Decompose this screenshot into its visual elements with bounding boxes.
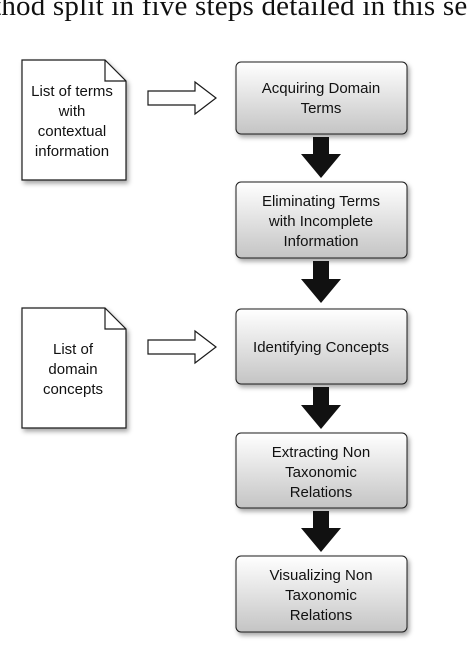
step-visualizing-relations: Visualizing Non Taxonomic Relations bbox=[235, 555, 408, 633]
step-extracting-relations: Extracting Non Taxonomic Relations bbox=[235, 432, 408, 509]
step-box-1 bbox=[235, 61, 408, 135]
document-terms-list: List of terms with contextual informatio… bbox=[21, 59, 127, 181]
step-acquiring-domain-terms: Acquiring Domain Terms bbox=[235, 61, 408, 135]
document-terms-line-1: List of terms bbox=[31, 83, 113, 100]
step-4-line-1: Extracting Non bbox=[272, 444, 370, 461]
document-concepts-fold bbox=[104, 308, 126, 330]
step-5-line-2: Taxonomic bbox=[285, 587, 357, 604]
document-terms-shape bbox=[21, 59, 127, 181]
document-terms-line-4: information bbox=[35, 143, 109, 160]
document-terms-fold bbox=[104, 60, 126, 82]
flow-arrow-4-to-5 bbox=[301, 511, 341, 552]
step-box-4 bbox=[235, 432, 408, 509]
step-2-line-2: with Incomplete bbox=[268, 213, 373, 230]
step-1-line-1: Acquiring Domain bbox=[262, 80, 380, 97]
step-box-5 bbox=[235, 555, 408, 633]
step-4-line-3: Relations bbox=[290, 484, 353, 501]
step-2-line-3: Information bbox=[283, 233, 358, 250]
step-1-line-2: Terms bbox=[301, 100, 342, 117]
input-arrow-concepts bbox=[147, 329, 217, 365]
flow-arrow-3-to-4 bbox=[301, 387, 341, 429]
step-box-2 bbox=[235, 181, 408, 259]
document-concepts-line-1: List of bbox=[53, 341, 94, 358]
step-eliminating-terms: Eliminating Terms with Incomplete Inform… bbox=[235, 181, 408, 259]
input-arrow-terms bbox=[147, 80, 217, 116]
document-concepts-list: List of domain concepts bbox=[21, 307, 127, 429]
document-concepts-line-2: domain bbox=[48, 361, 97, 378]
document-terms-line-2: with bbox=[58, 103, 86, 120]
step-4-line-2: Taxonomic bbox=[285, 464, 357, 481]
flow-arrow-1-to-2 bbox=[301, 137, 341, 178]
step-box-3 bbox=[235, 308, 408, 385]
document-concepts-shape bbox=[21, 307, 127, 429]
step-2-line-1: Eliminating Terms bbox=[262, 193, 380, 210]
document-concepts-line-3: concepts bbox=[43, 381, 103, 398]
document-terms-line-3: contextual bbox=[38, 123, 106, 140]
step-identifying-concepts: Identifying Concepts bbox=[235, 308, 408, 385]
header-text-fragment: ethod split in five steps detailed in th… bbox=[0, 0, 468, 22]
step-5-line-3: Relations bbox=[290, 607, 353, 624]
step-3-line-1: Identifying Concepts bbox=[253, 339, 389, 356]
flow-arrow-2-to-3 bbox=[301, 261, 341, 303]
step-5-line-1: Visualizing Non bbox=[269, 567, 372, 584]
